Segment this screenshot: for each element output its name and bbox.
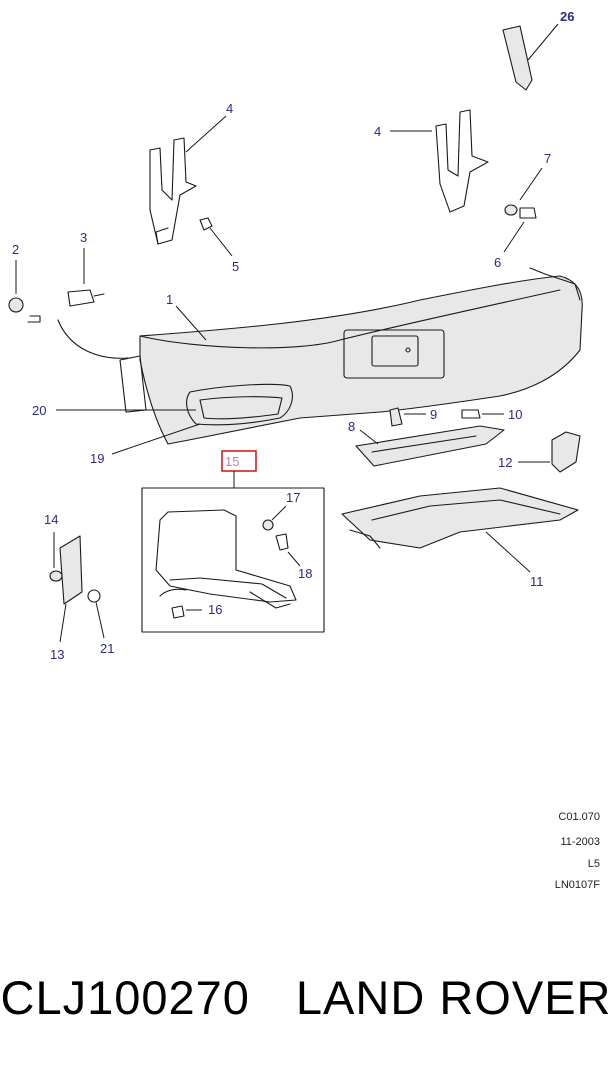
part-12-cap [518,431,581,473]
callout-19: 19 [90,451,104,466]
reference-date: 11-2003 [560,836,600,848]
parts-diagram: 26 4 4 7 2 3 5 6 1 20 9 10 8 19 15 12 17… [8,9,583,662]
reference-level: L5 [587,858,600,870]
callout-9: 9 [430,407,437,422]
part-number: CLJ100270 [0,970,250,1024]
callout-3: 3 [80,230,87,245]
callout-4-right: 4 [374,124,381,139]
callout-7: 7 [544,151,551,166]
callout-11: 11 [530,574,544,589]
part-4-right-bracket [390,109,489,213]
callout-5: 5 [232,259,239,274]
callout-18: 18 [298,566,312,581]
part-1-bumper [119,267,583,445]
callout-17: 17 [286,490,300,505]
reference-code: C01.070 [558,811,600,823]
callout-26: 26 [560,9,574,24]
part-15-group-box [141,450,325,633]
callout-16: 16 [208,602,222,617]
callout-4-left: 4 [226,101,233,116]
part-4-left-bracket [149,115,227,245]
part-9-10-clip-screw [389,407,504,427]
callout-6: 6 [494,255,501,270]
part-6-7-bolt-nut [503,167,543,253]
callout-8: 8 [348,419,355,434]
callout-21: 21 [100,641,114,656]
callout-12: 12 [498,455,512,470]
part-11-undertray [341,487,579,573]
brand-name: LAND ROVER [295,970,612,1024]
part-caption: CLJ100270 LAND ROVER [0,962,612,1032]
callout-20: 20 [32,403,46,418]
callout-14: 14 [44,512,58,527]
callout-13: 13 [50,647,64,662]
callout-15: 15 [225,454,239,469]
leader-19 [111,423,201,455]
part-8-plate [355,425,505,467]
reference-drawing: LN0107F [554,879,600,891]
part-26-trim-strip [502,23,559,91]
callout-1: 1 [166,292,173,307]
callout-2: 2 [12,242,19,257]
part-13-14-21-pad-fasteners [49,532,105,643]
part-5-clip [199,217,233,257]
part-2-3-mounting-stud [8,248,129,359]
callout-10: 10 [508,407,522,422]
